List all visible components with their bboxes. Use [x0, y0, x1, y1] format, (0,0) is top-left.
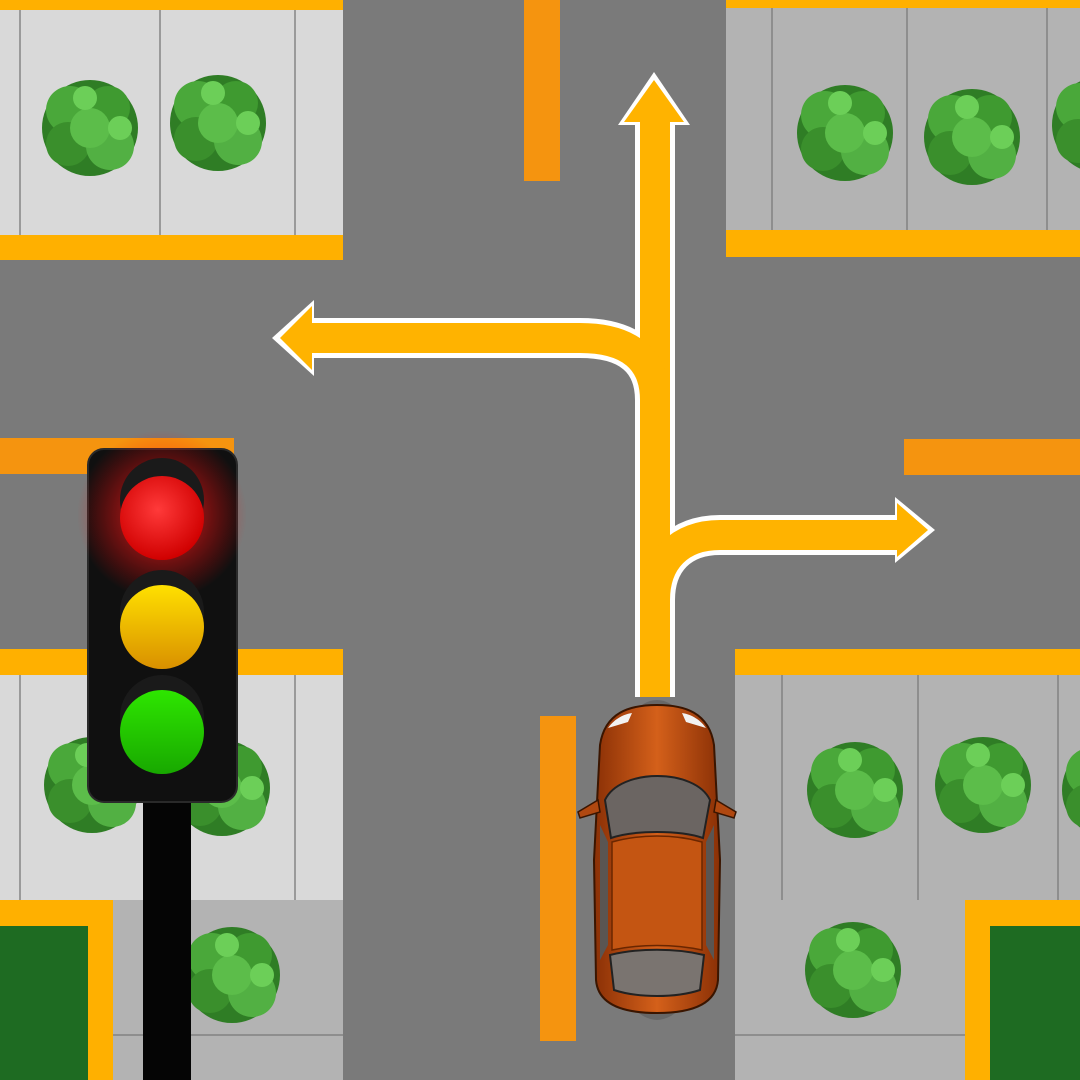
- green-light: [120, 690, 204, 774]
- tree-icon: [807, 742, 903, 838]
- block-top-left: [0, 0, 343, 260]
- block-bottom-right: [735, 649, 1080, 1080]
- tree-icon: [805, 922, 901, 1018]
- grass-patch: [990, 926, 1080, 1080]
- lane-marking: [524, 0, 560, 181]
- lane-marking: [540, 716, 576, 1041]
- arrow-right-icon: [897, 503, 928, 557]
- tree-icon: [935, 737, 1031, 833]
- tree-icon: [170, 75, 266, 171]
- grass-patch: [0, 926, 88, 1080]
- arrow-left-shaft: [310, 323, 670, 401]
- block-top-right: [726, 0, 1080, 257]
- arrow-up-icon: [624, 80, 684, 122]
- arrow-left-icon: [280, 306, 312, 370]
- lane-marking: [904, 439, 1080, 475]
- yellow-light: [120, 585, 204, 669]
- tree-icon: [797, 85, 893, 181]
- red-light: [120, 476, 204, 560]
- car: [577, 700, 737, 1020]
- traffic-light-pole: [143, 800, 191, 1080]
- arrow-right-shaft: [640, 520, 900, 601]
- traffic-light: [77, 430, 247, 1080]
- tree-icon: [924, 89, 1020, 185]
- tree-icon: [184, 927, 280, 1023]
- tree-icon: [42, 80, 138, 176]
- direction-arrows: [272, 72, 935, 697]
